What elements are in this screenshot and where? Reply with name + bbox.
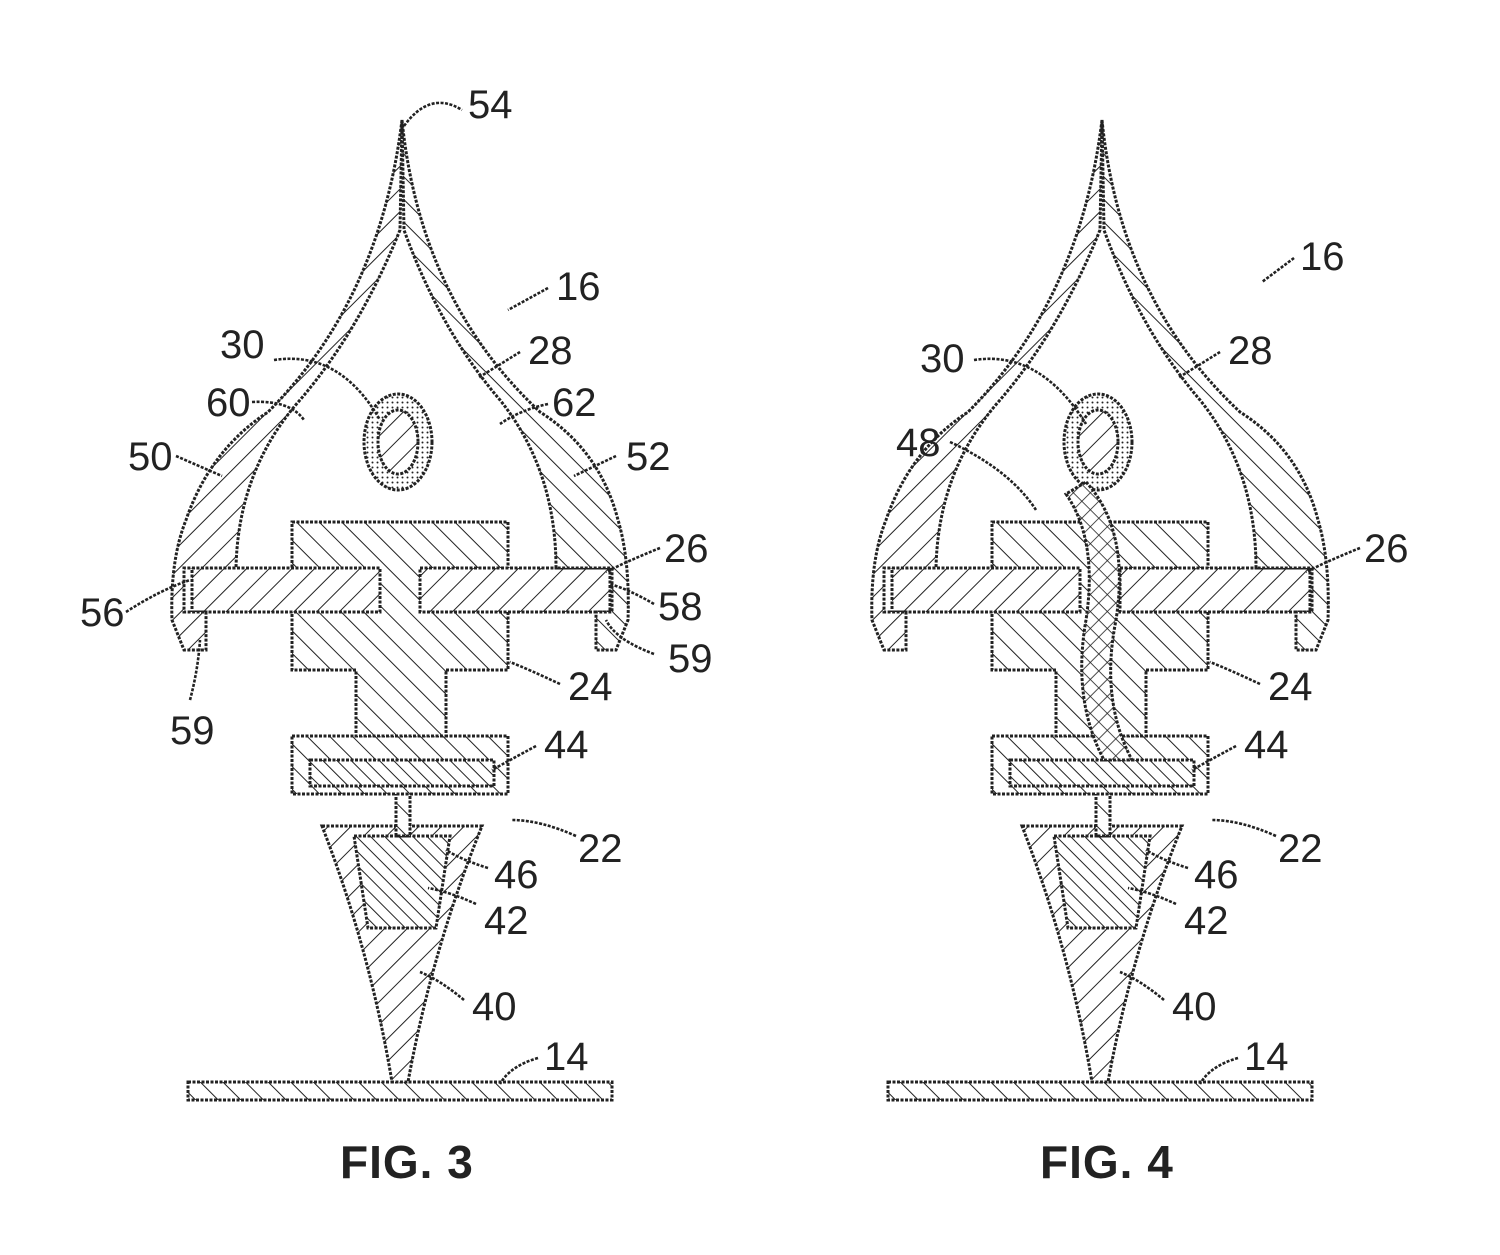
figure-caption: FIG. 3 [340, 1136, 474, 1188]
ref-26: 26 [1364, 527, 1409, 571]
ref-28: 28 [1228, 329, 1273, 373]
ref-56: 56 [80, 591, 125, 635]
ref-44: 44 [544, 723, 589, 767]
figure-caption: FIG. 4 [1040, 1136, 1174, 1188]
ref-58: 58 [658, 585, 703, 629]
ref-14: 14 [1244, 1035, 1289, 1079]
ref-62: 62 [552, 381, 597, 425]
ref-40: 40 [1172, 985, 1217, 1029]
ref-60: 60 [206, 381, 251, 425]
ref-14: 14 [544, 1035, 589, 1079]
ref-24: 24 [1268, 665, 1313, 709]
ref-22: 22 [1278, 827, 1323, 871]
ref-30: 30 [220, 323, 265, 367]
ref-24: 24 [568, 665, 613, 709]
ref-59-left: 59 [170, 709, 215, 753]
figure-4: 16 30 28 48 26 24 44 22 46 42 40 14 FIG.… [872, 120, 1409, 1188]
ref-16: 16 [1300, 235, 1345, 279]
ref-46: 46 [1194, 853, 1239, 897]
ref-42: 42 [484, 899, 529, 943]
ref-46: 46 [494, 853, 539, 897]
ref-16: 16 [556, 265, 601, 309]
ref-28: 28 [528, 329, 573, 373]
ref-48: 48 [896, 421, 941, 465]
ref-42: 42 [1184, 899, 1229, 943]
ref-22: 22 [578, 827, 623, 871]
ref-26: 26 [664, 527, 709, 571]
ref-50: 50 [128, 435, 173, 479]
ref-30: 30 [920, 337, 965, 381]
ref-40: 40 [472, 985, 517, 1029]
figure-3: 54 16 30 28 60 62 50 52 26 56 58 59 59 2… [80, 83, 713, 1188]
ref-52: 52 [626, 435, 671, 479]
ref-59-right: 59 [668, 637, 713, 681]
ref-44: 44 [1244, 723, 1289, 767]
ref-54: 54 [468, 83, 513, 127]
